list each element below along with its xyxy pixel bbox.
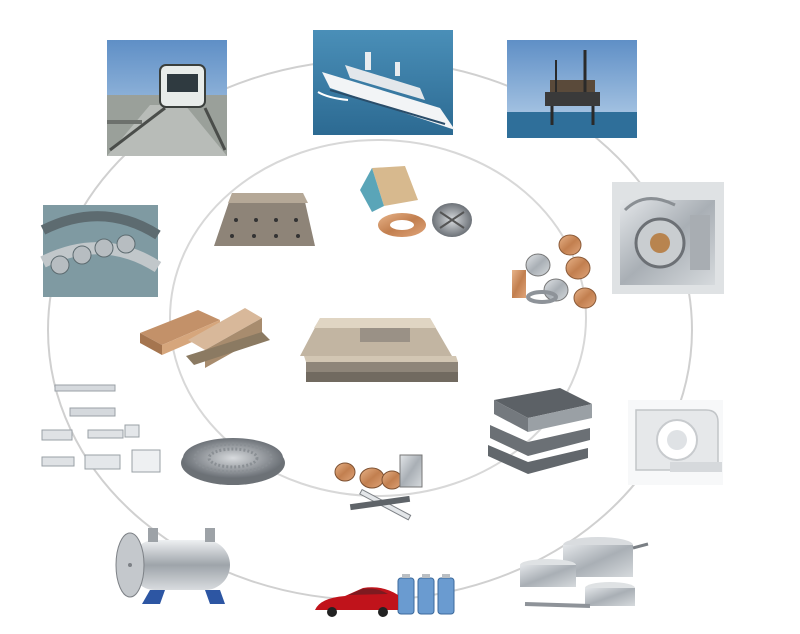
- heat-exchanger-photo: [115, 528, 230, 604]
- bimetal-rings-photo: [512, 234, 597, 309]
- clad-block-and-discs-photo: [360, 166, 472, 237]
- monorail-train-photo: [107, 40, 227, 156]
- cookware-set-photo: [520, 537, 649, 608]
- slewing-bearing-photo: [40, 205, 162, 297]
- red-car-photo: [315, 587, 398, 617]
- stacked-slabs-photo: [488, 388, 592, 474]
- clad-plate-with-holes-photo: [214, 193, 315, 246]
- offshore-oil-platform-photo: [507, 40, 637, 138]
- clad-blocks-photo: [140, 308, 270, 368]
- batteries-photo: [397, 574, 455, 615]
- electrical-fittings-photo: [41, 384, 161, 473]
- vacuum-machinery-photo: [612, 182, 724, 294]
- layered-clad-plates-photo: [300, 318, 458, 382]
- mri-scanner-photo: [628, 400, 723, 485]
- cruise-ship-photo: [313, 30, 455, 135]
- bimetal-sleeves-and-strips-photo: [334, 454, 423, 521]
- tube-sheet-photo: [181, 438, 285, 485]
- inner-ring: [169, 139, 587, 497]
